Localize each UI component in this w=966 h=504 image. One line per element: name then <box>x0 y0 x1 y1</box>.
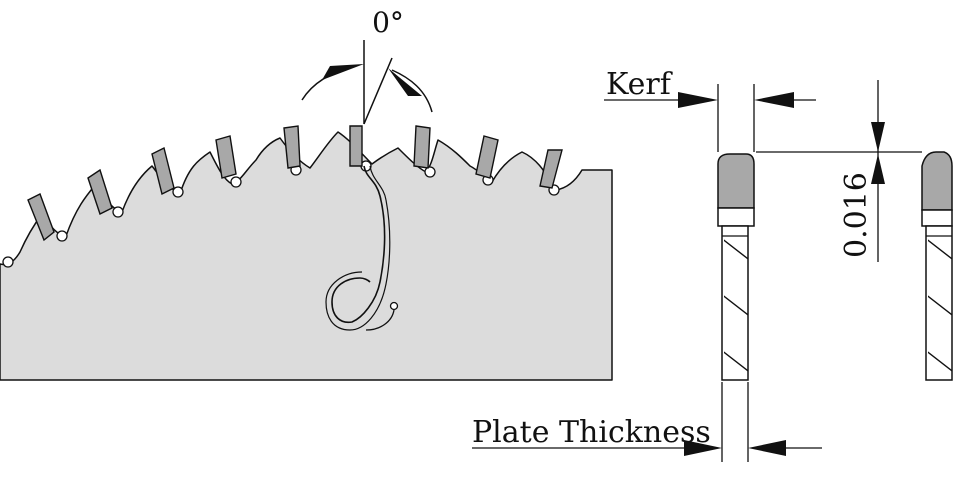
kerf-label: Kerf <box>606 67 673 102</box>
cross-section-right <box>921 151 953 381</box>
plate-thickness-dimension: Plate Thickness <box>472 382 822 462</box>
face-line <box>363 57 393 125</box>
tooth <box>283 125 301 169</box>
tip-right <box>921 151 953 211</box>
plate-arrow-left <box>684 440 722 456</box>
plate-hatch-right <box>928 239 952 372</box>
carbide-teeth <box>27 125 563 242</box>
gullet-notches <box>2 160 560 268</box>
tooth <box>215 135 237 179</box>
kerf-arrow-right <box>754 92 794 108</box>
side-clearance-dimension: 0.016 <box>756 80 922 262</box>
angle-label: 0° <box>372 6 404 39</box>
clearance-label: 0.016 <box>839 172 874 258</box>
clearance-arrow-top <box>871 122 885 152</box>
kerf-dimension: Kerf <box>604 67 816 152</box>
tip-base-right <box>921 209 953 227</box>
clearance-arrow-bottom <box>871 154 885 184</box>
plate-hatch-left <box>724 239 748 372</box>
angle-arrow-left <box>322 64 364 80</box>
blade-body <box>0 131 613 381</box>
hook-curve-inner <box>325 165 391 331</box>
tooth <box>539 149 563 189</box>
angle-arrow-right <box>388 68 422 96</box>
blade-side-view <box>0 125 613 381</box>
hook-tail <box>365 309 395 331</box>
plate-arrow-right <box>748 440 786 456</box>
angle-dimension: 0° <box>301 6 433 125</box>
tooth <box>475 135 499 179</box>
tip-left <box>717 153 755 209</box>
tooth <box>87 168 113 215</box>
plate-thickness-label: Plate Thickness <box>472 415 711 450</box>
tooth <box>27 193 55 242</box>
tooth <box>349 125 363 167</box>
tooth <box>413 125 431 169</box>
tip-base-left <box>717 207 755 227</box>
cross-section-left <box>717 153 755 381</box>
kerf-arrow-left <box>678 92 718 108</box>
angle-arc-right <box>391 69 433 113</box>
hook-end <box>389 301 399 311</box>
tooth <box>151 146 175 196</box>
hook-curve <box>331 165 386 324</box>
